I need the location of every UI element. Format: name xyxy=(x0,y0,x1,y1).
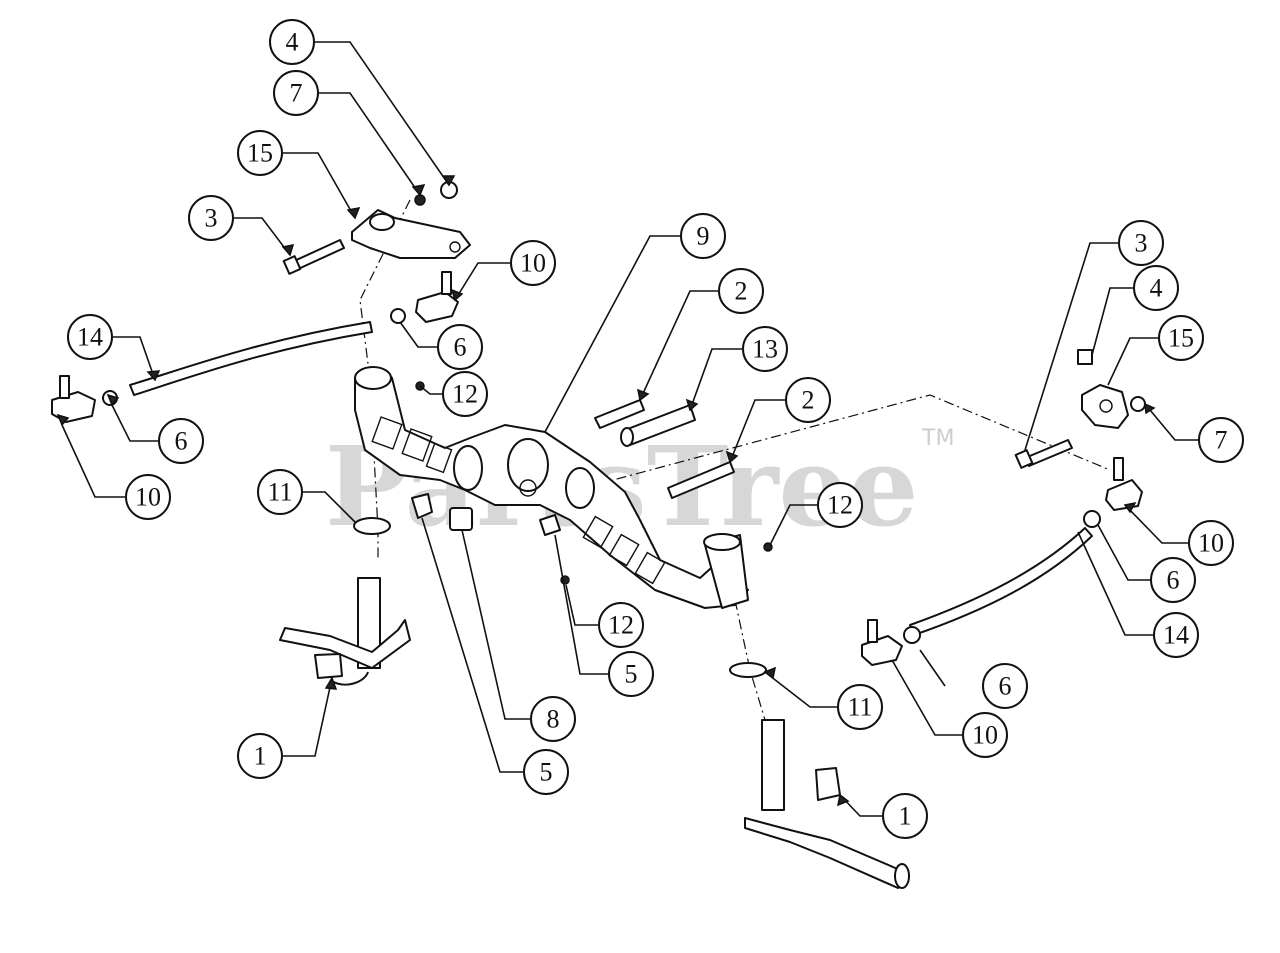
callout-11[interactable]: 11 xyxy=(257,469,303,515)
spindle-left xyxy=(279,577,411,686)
callout-10[interactable]: 10 xyxy=(125,474,171,520)
parts xyxy=(51,181,1146,889)
callout-4[interactable]: 4 xyxy=(269,19,315,65)
callout-10[interactable]: 10 xyxy=(510,240,556,286)
callout-5[interactable]: 5 xyxy=(608,651,654,697)
callout-label: 6 xyxy=(175,427,188,456)
callout-label: 4 xyxy=(1150,274,1163,303)
callout-1[interactable]: 1 xyxy=(882,793,928,839)
callout-6[interactable]: 6 xyxy=(982,663,1028,709)
callout-10[interactable]: 10 xyxy=(1188,520,1234,566)
callout-label: 2 xyxy=(802,386,815,415)
spindle-right xyxy=(744,719,910,889)
callout-label: 7 xyxy=(1215,426,1228,455)
callout-8[interactable]: 8 xyxy=(530,696,576,742)
callout-9[interactable]: 9 xyxy=(680,213,726,259)
callout-6[interactable]: 6 xyxy=(1150,557,1196,603)
bolts xyxy=(282,239,1073,499)
tie-rods xyxy=(129,321,1093,636)
callout-label: 12 xyxy=(452,380,478,409)
callout-12[interactable]: 12 xyxy=(442,371,488,417)
callout-14[interactable]: 14 xyxy=(67,314,113,360)
callout-label: 11 xyxy=(847,693,872,722)
callout-14[interactable]: 14 xyxy=(1153,612,1199,658)
callout-label: 10 xyxy=(520,249,546,278)
axle-beam xyxy=(354,366,749,609)
callout-label: 10 xyxy=(972,721,998,750)
callout-3[interactable]: 3 xyxy=(1118,220,1164,266)
callout-11[interactable]: 11 xyxy=(837,684,883,730)
callout-label: 6 xyxy=(454,333,467,362)
callout-6[interactable]: 6 xyxy=(158,418,204,464)
callout-2[interactable]: 2 xyxy=(718,268,764,314)
callout-12[interactable]: 12 xyxy=(817,482,863,528)
callout-6[interactable]: 6 xyxy=(437,324,483,370)
callout-label: 3 xyxy=(205,204,218,233)
steering-arm-left xyxy=(351,209,471,259)
callout-label: 1 xyxy=(254,742,267,771)
callout-label: 7 xyxy=(290,79,303,108)
tie-rod-ends xyxy=(51,271,1143,666)
callout-label: 10 xyxy=(135,483,161,512)
callout-4[interactable]: 4 xyxy=(1133,265,1179,311)
callouts: 4 7 15 3 10 9 2 13 2 14 6 12 6 10 11 12 … xyxy=(67,19,1244,839)
callout-label: 10 xyxy=(1198,529,1224,558)
arrowheads xyxy=(56,175,1156,807)
callout-label: 14 xyxy=(1163,621,1189,650)
callout-label: 5 xyxy=(625,660,638,689)
steering-arm-right xyxy=(1081,384,1129,429)
callout-label: 6 xyxy=(1167,566,1180,595)
callout-label: 9 xyxy=(697,222,710,251)
callout-label: 6 xyxy=(999,672,1012,701)
callout-label: 4 xyxy=(286,28,299,57)
callout-7[interactable]: 7 xyxy=(273,70,319,116)
callout-13[interactable]: 13 xyxy=(742,326,788,372)
callout-10[interactable]: 10 xyxy=(962,712,1008,758)
callout-label: 14 xyxy=(77,323,103,352)
callout-12[interactable]: 12 xyxy=(598,602,644,648)
callout-label: 1 xyxy=(899,802,912,831)
callout-label: 13 xyxy=(752,335,778,364)
callout-5[interactable]: 5 xyxy=(523,749,569,795)
callout-label: 12 xyxy=(608,611,634,640)
callout-7[interactable]: 7 xyxy=(1198,417,1244,463)
callout-label: 12 xyxy=(827,491,853,520)
callout-1[interactable]: 1 xyxy=(237,733,283,779)
callout-label: 15 xyxy=(247,139,273,168)
callout-label: 5 xyxy=(540,758,553,787)
callout-label: 3 xyxy=(1135,229,1148,258)
callout-label: 8 xyxy=(547,705,560,734)
watermark-trademark: TM xyxy=(921,426,954,451)
leader-lines xyxy=(61,41,1198,817)
callout-label: 15 xyxy=(1168,324,1194,353)
callout-15[interactable]: 15 xyxy=(237,130,283,176)
callout-3[interactable]: 3 xyxy=(188,195,234,241)
callout-2[interactable]: 2 xyxy=(785,377,831,423)
callout-label: 2 xyxy=(735,277,748,306)
callout-15[interactable]: 15 xyxy=(1158,315,1204,361)
callout-label: 11 xyxy=(267,478,292,507)
centerlines xyxy=(359,199,1111,721)
